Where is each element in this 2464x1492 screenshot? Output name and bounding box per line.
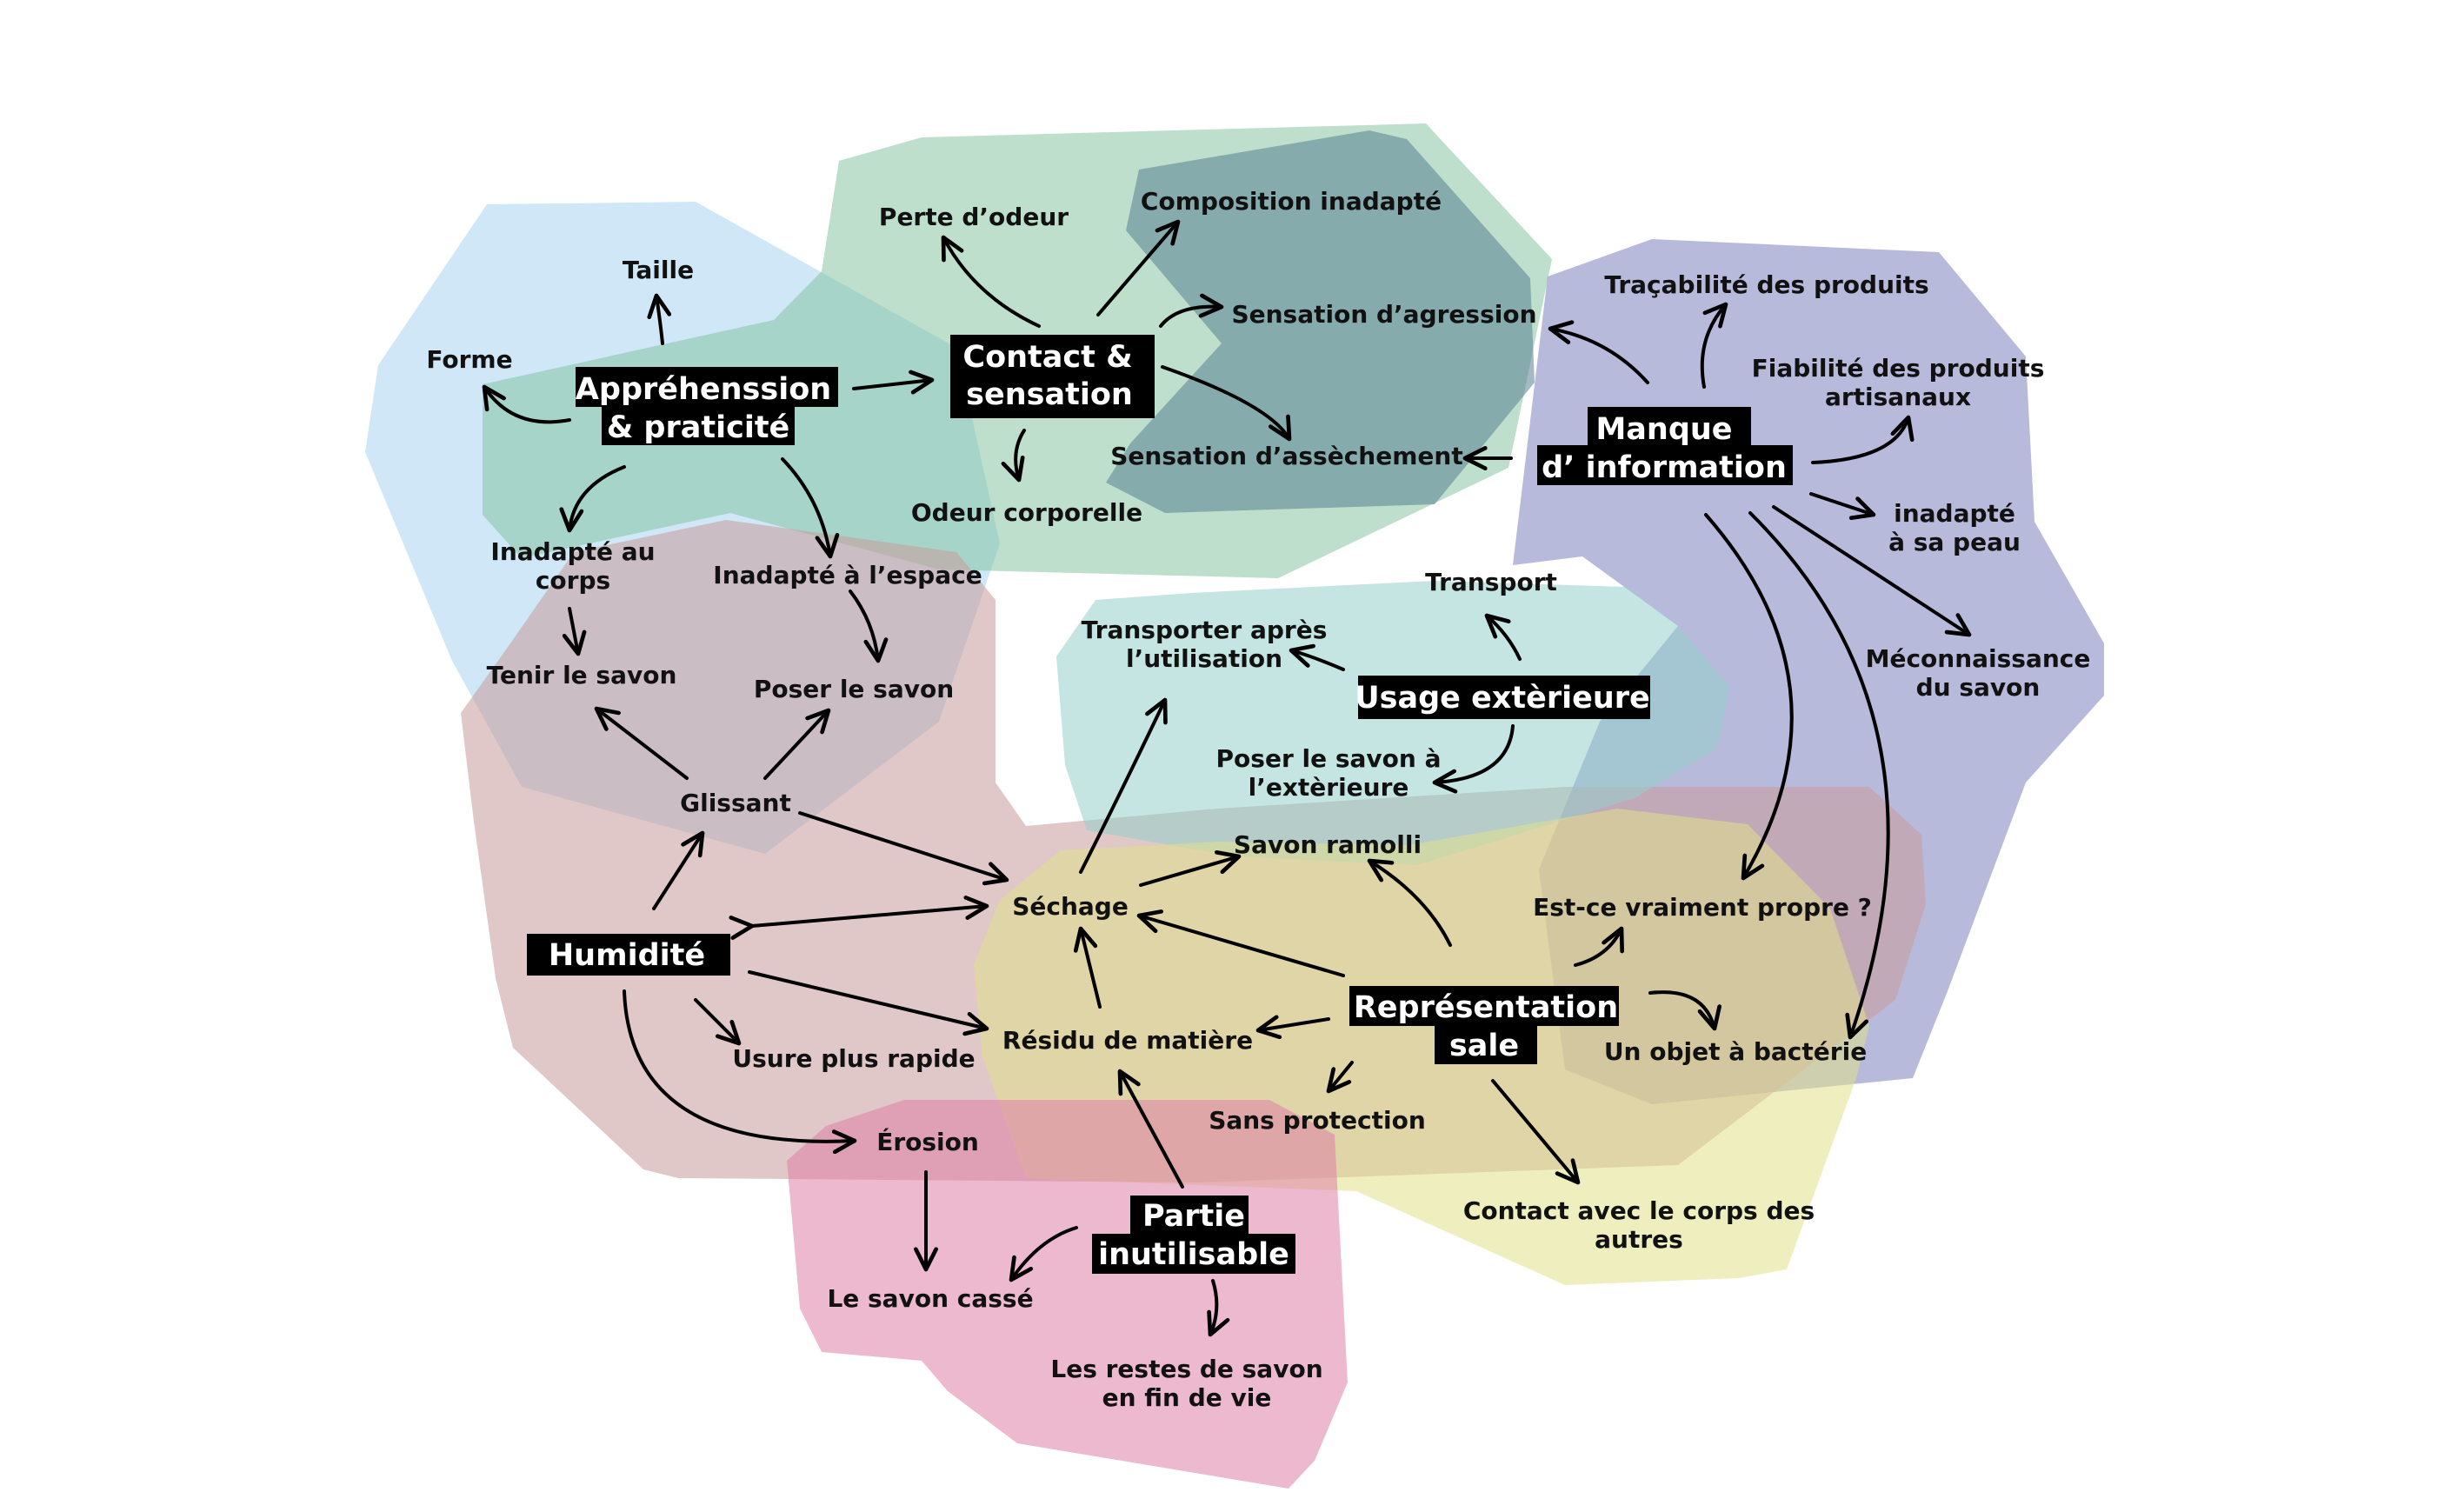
arrow-glissant-sechage (798, 811, 1009, 886)
arrow-residu-sechage (1073, 926, 1102, 1009)
arrow-hum-glissant (652, 830, 705, 910)
arrow-glissant-poser (763, 708, 831, 780)
label-assechement: Sensation d’assèchement (1110, 442, 1462, 470)
cluster-teal (1056, 581, 1730, 865)
arrow-contact-assechement (1161, 365, 1292, 442)
svg-text:Humidité: Humidité (549, 938, 705, 973)
arrow-rep-sechage (1136, 909, 1345, 977)
svg-text:Usage extèrieure: Usage extèrieure (1355, 681, 1650, 716)
arrow-hum-usure (694, 998, 742, 1046)
arrow-contact-agression (1159, 293, 1224, 328)
arrow-hum-sechage (729, 896, 989, 940)
label-poser: Poser le savon (754, 675, 954, 703)
arrow-espace-poser (849, 589, 889, 663)
svg-text:Appréhenssion& praticité: Appréhenssion& praticité (576, 372, 831, 445)
arrow-appr-corps (559, 465, 626, 533)
label-tenir: Tenir le savon (487, 661, 677, 689)
edges (482, 219, 1972, 1337)
arrow-manque-bacterie (1748, 511, 1890, 1040)
arrow-rep-ramolli (1367, 858, 1452, 947)
label-casse: Le savon cassé (827, 1284, 1033, 1313)
arrow-rep-residu (1255, 1015, 1330, 1040)
label-bacterie: Un objet à bactérie (1604, 1037, 1867, 1066)
arrow-contact-perte (941, 235, 1041, 328)
arrow-manque-tracabilite (1700, 302, 1728, 389)
arrow-manque-propre (1704, 513, 1794, 881)
hub-contact: Contact &sensation (950, 335, 1155, 418)
arrow-appr-contact (852, 370, 935, 395)
label-composition: Composition inadapté (1141, 187, 1442, 216)
label-forme: Forme (426, 345, 512, 374)
arrow-appr-forme (482, 384, 571, 424)
hub-usage: Usage extèrieure (1355, 676, 1650, 719)
label-erosion: Érosion (876, 1127, 979, 1156)
label-residu: Résidu de matière (1002, 1026, 1253, 1055)
label-inadapte-espace: Inadapté à l’espace (713, 561, 982, 589)
arrow-sechage-ramolli (1139, 850, 1242, 887)
arrow-rep-bacterie (1648, 990, 1721, 1031)
arrow-sechage-transporter (1079, 697, 1168, 874)
label-odeur: Odeur corporelle (911, 498, 1142, 527)
arrow-hum-erosion (623, 989, 857, 1155)
hub-apprehension: Appréhenssion& praticité (576, 367, 838, 445)
hub-nodes: Appréhenssion& praticité Contact &sensat… (527, 335, 1793, 1274)
arrow-usage-poserext (1432, 724, 1515, 794)
arrow-manque-fiabilite (1811, 415, 1915, 464)
arrow-corps-tenir (562, 607, 587, 656)
arrow-contact-composition (1096, 219, 1181, 316)
label-taille: Taille (623, 256, 694, 284)
arrow-appr-espace (781, 457, 840, 559)
hub-humidite: Humidité (527, 934, 730, 976)
arrow-partie-residu (1117, 1069, 1184, 1189)
arrow-usage-transport (1484, 613, 1522, 661)
arrow-partie-restes (1207, 1279, 1230, 1337)
label-glissant: Glissant (680, 789, 791, 817)
label-propre: Est-ce vraiment propre ? (1533, 893, 1872, 922)
cluster-slate (1106, 130, 1535, 513)
arrow-rep-contactcorps (1491, 1079, 1581, 1185)
arrow-appr-taille (647, 293, 672, 345)
label-sechage: Séchage (1012, 892, 1129, 921)
arrow-rep-sansprot (1326, 1061, 1354, 1094)
arrow-glissant-tenir (594, 706, 689, 780)
label-usure: Usure plus rapide (732, 1044, 975, 1073)
arrow-manque-agression (1548, 320, 1649, 384)
svg-text:Contact &sensation: Contact &sensation (962, 340, 1132, 412)
label-tracabilite: Traçabilité des produits (1604, 270, 1928, 299)
label-perte-odeur: Perte d’odeur (879, 203, 1069, 231)
label-agression: Sensation d’agression (1231, 300, 1536, 329)
arrow-manque-meconnaissance (1772, 505, 1972, 637)
arrow-contact-odeur (1001, 429, 1026, 483)
arrow-rep-propre (1574, 926, 1624, 967)
arrow-hum-residu (748, 970, 989, 1036)
arrow-manque-peau (1809, 492, 1876, 521)
arrow-partie-casse (1009, 1226, 1078, 1282)
label-sans-protection: Sans protection (1209, 1106, 1426, 1135)
label-transport: Transport (1425, 568, 1557, 596)
label-savon-ramolli: Savon ramolli (1234, 830, 1422, 859)
arrow-usage-transporter (1289, 643, 1345, 671)
